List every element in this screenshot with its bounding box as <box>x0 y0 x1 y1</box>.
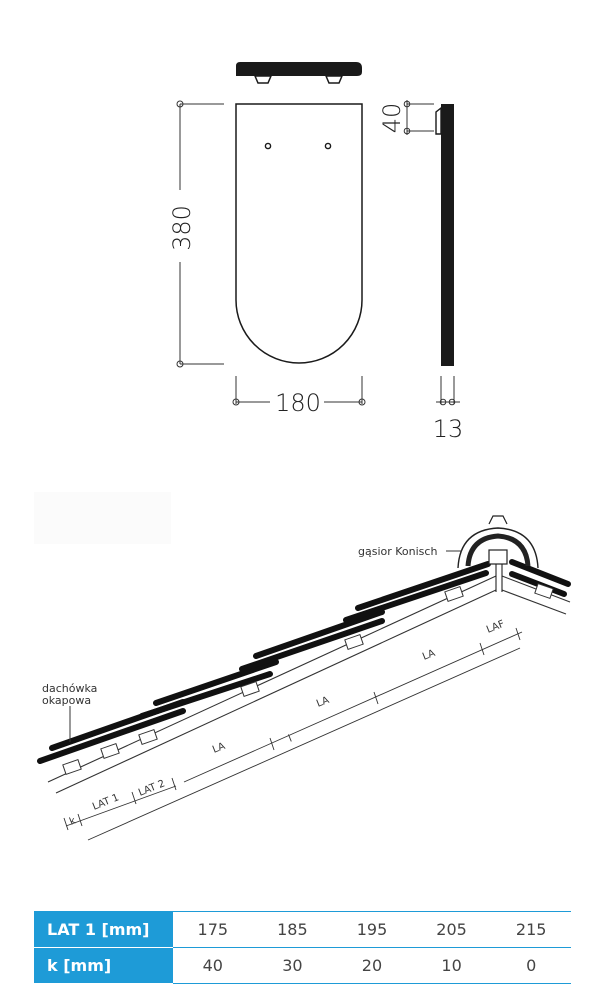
blank-panel <box>34 492 171 544</box>
row-header-k: k [mm] <box>34 947 173 984</box>
ridge-tile <box>457 515 539 592</box>
nail-hole-right <box>324 142 332 150</box>
table-cell: 195 <box>332 911 412 948</box>
nail-hole-left <box>264 142 272 150</box>
roof-tiles-left <box>37 561 491 764</box>
table-row: LAT 1 [mm] 175 185 195 205 215 <box>34 911 571 948</box>
thickness-dimension <box>436 376 460 406</box>
tile-side-view <box>435 104 454 366</box>
dim-label-laf: LAF <box>485 619 506 636</box>
dim-label-lat1: LAT 1 <box>91 792 121 813</box>
width-label: 180 <box>275 389 321 417</box>
dim-label-k: k <box>68 815 78 827</box>
table-cell: 10 <box>411 947 492 984</box>
nib-dimension <box>403 100 434 135</box>
table-cell: 30 <box>252 947 333 984</box>
table-cell: 40 <box>173 947 253 984</box>
width-dimension <box>232 376 366 406</box>
table-cell: 20 <box>332 947 412 984</box>
dim-label-la-2: LA <box>315 695 331 710</box>
dim-label-l: l <box>287 734 294 745</box>
dim-label-la-3: LA <box>421 648 437 663</box>
thickness-label: 13 <box>433 415 464 443</box>
table-cell: 185 <box>252 911 333 948</box>
height-label: 380 <box>168 205 196 251</box>
tile-technical-drawing: 380 180 40 13 <box>168 62 464 443</box>
table-cell: 205 <box>411 911 492 948</box>
row-header-lat1: LAT 1 [mm] <box>34 911 173 948</box>
table-cell: 0 <box>491 947 571 984</box>
table-cell: 215 <box>491 911 571 948</box>
eaves-tile-label-2: okapowa <box>42 694 91 707</box>
dim-label-la-1: LA <box>211 741 227 756</box>
dim-label-lat2: LAT 2 <box>137 778 167 799</box>
table-row: k [mm] 40 30 20 10 0 <box>34 947 571 984</box>
nib-label: 40 <box>378 103 406 134</box>
ridge-tile-label: gąsior Konisch <box>358 545 437 558</box>
lat-spec-table: LAT 1 [mm] 175 185 195 205 215 k [mm] 40… <box>34 911 571 984</box>
rafter-left <box>47 575 497 794</box>
eaves-tile-label-1: dachówka <box>42 682 97 695</box>
table-cell: 175 <box>173 911 253 948</box>
battens <box>62 583 554 775</box>
roof-section-drawing: gąsior Konisch dachówka okapowa k LAT 1 … <box>34 492 571 841</box>
tile-top-edge-view <box>236 62 362 84</box>
tile-outline <box>235 103 363 364</box>
slope-dimension-lines <box>63 627 523 841</box>
height-dimension <box>176 100 224 368</box>
